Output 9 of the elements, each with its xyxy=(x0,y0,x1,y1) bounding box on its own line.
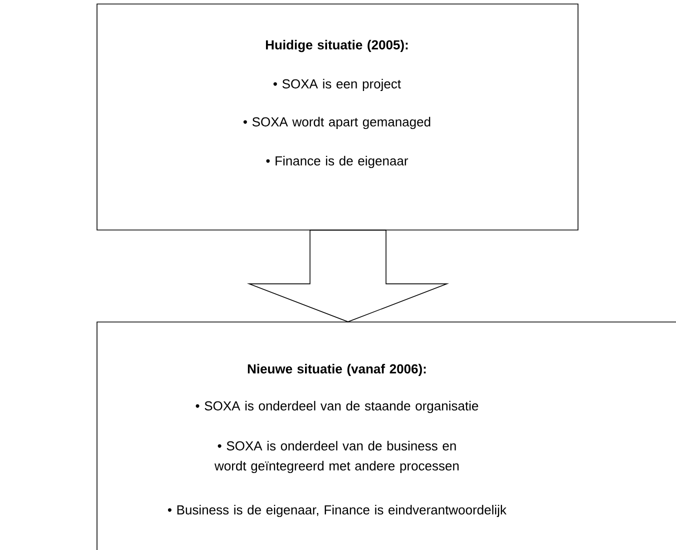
bullet-item: • Finance is de eigenaar xyxy=(266,156,408,168)
bullet-item: • SOXA is een project xyxy=(273,78,401,92)
bullet-item: • Business is de eigenaar, Finance is eindverantwoordelijk xyxy=(168,504,506,518)
block-arrow xyxy=(246,230,450,322)
bullet-item: • SOXA is onderdeel van de business en wordt geïntegreerd met andere processen xyxy=(214,440,459,474)
heading: Huidige situatie (2005): xyxy=(266,40,408,52)
bullet-item: • SOXA is onderdeel van de staande organisatie xyxy=(196,400,478,414)
bullet-item: • SOXA wordt apart gemanaged xyxy=(243,116,430,130)
heading: Nieuwe situatie (vanaf 2006): xyxy=(248,364,426,376)
